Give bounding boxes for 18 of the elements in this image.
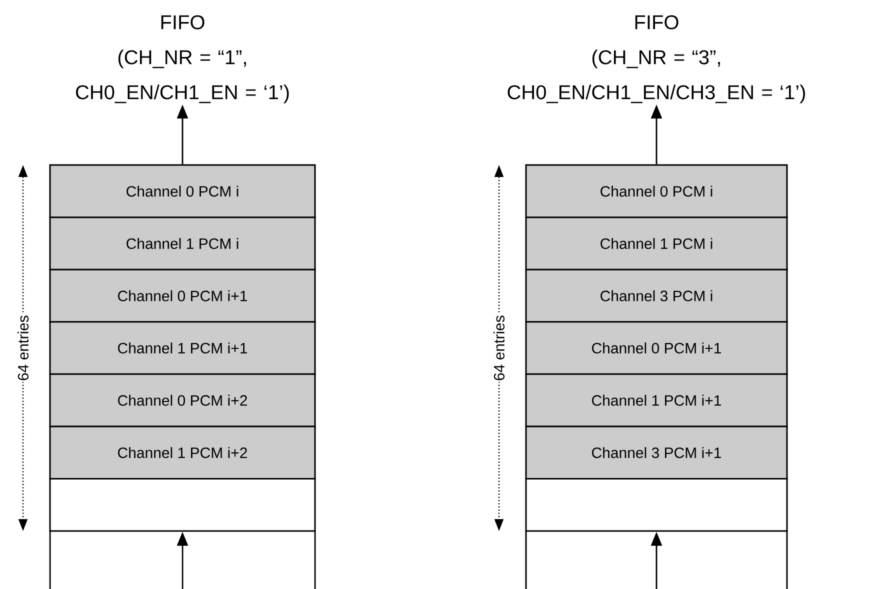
fifo-heading: FIFO (CH_NR = “3”, CH0_EN/CH1_EN/CH3_EN = ‘1’): [508, 15, 805, 104]
fifo-heading: FIFO (CH_NR = “1”, CH0_EN/CH1_EN = ‘1’): [76, 15, 289, 104]
empty-entry: [525, 478, 788, 532]
fifo-entry: Channel 0 PCM i+1: [49, 268, 316, 323]
fifo-entry: Channel 0 PCM i+2: [49, 373, 316, 428]
fifo-entry: Channel 3 PCM i: [525, 268, 788, 323]
fifo-entry: Channel 1 PCM i+2: [49, 426, 316, 480]
fifo-entry: Channel 0 PCM i: [49, 164, 316, 218]
dimension-label: 64 entries: [492, 314, 506, 382]
fifo-entry: Channel 1 PCM i: [525, 216, 788, 270]
fifo-entry: Channel 1 PCM i: [49, 216, 316, 270]
empty-entry: [49, 478, 316, 532]
fifo-entry: Channel 0 PCM i: [525, 164, 788, 218]
fifo-entry: Channel 0 PCM i+1: [525, 321, 788, 375]
dimension-label: 64 entries: [16, 314, 30, 382]
fifo-entry: Channel 1 PCM i+1: [525, 373, 788, 428]
fifo-entry: Channel 3 PCM i+1: [525, 426, 788, 480]
fifo-entry: Channel 1 PCM i+1: [49, 321, 316, 375]
